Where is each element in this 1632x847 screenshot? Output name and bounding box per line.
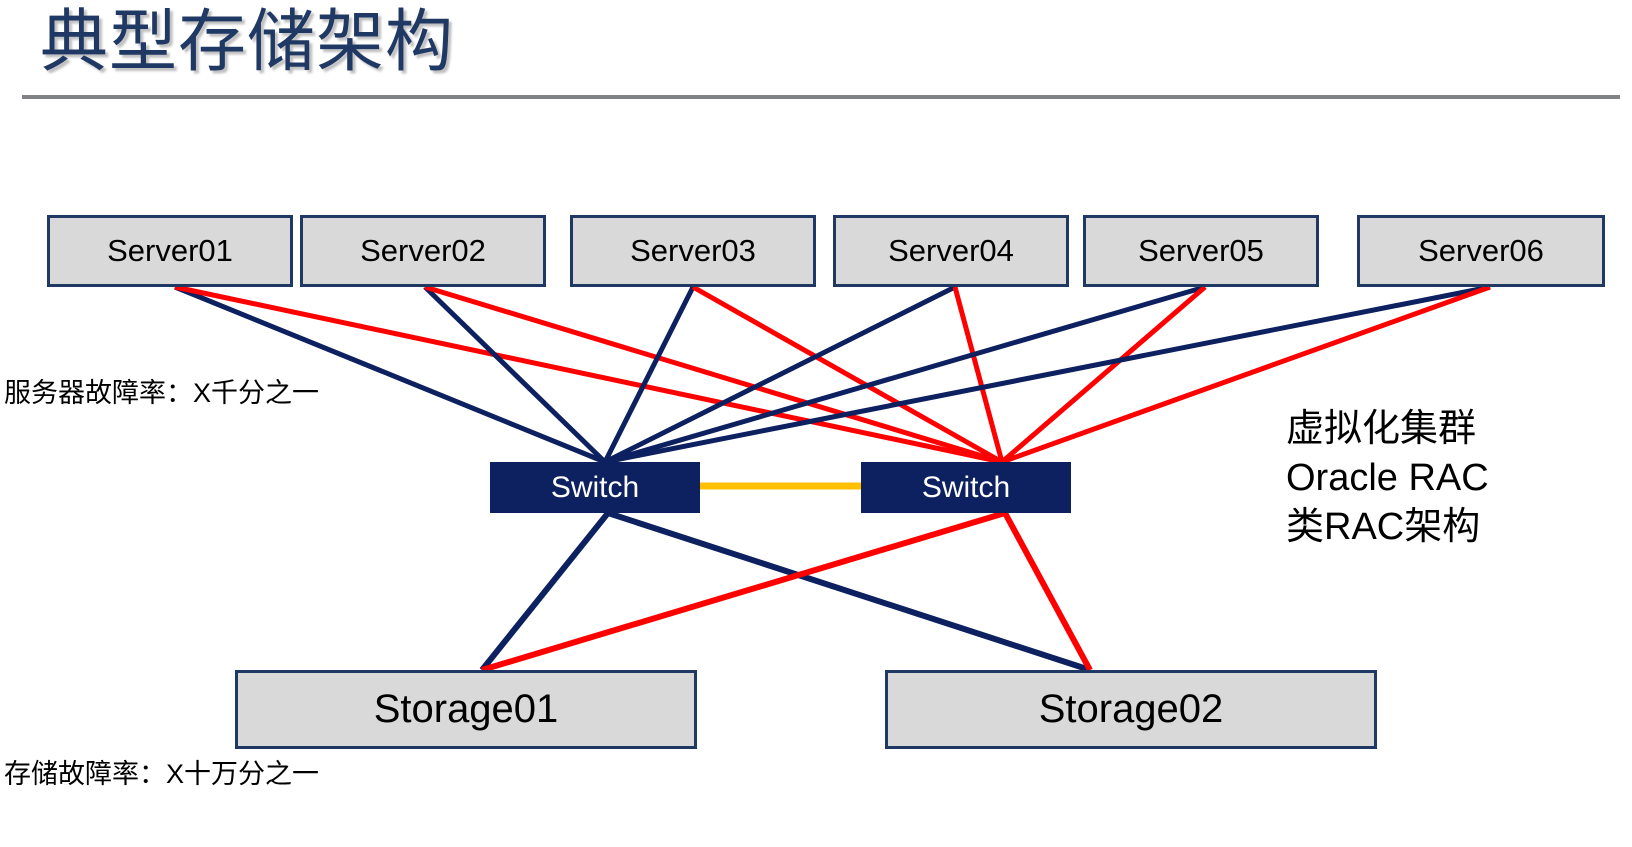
- server-node-4[interactable]: Server04: [833, 215, 1069, 287]
- server-label: Server04: [888, 233, 1014, 268]
- switch-label: Switch: [921, 470, 1011, 504]
- link-switch1-storage2: [607, 510, 1091, 673]
- link-server4-switch1: [603, 284, 957, 465]
- page-title: 典型存储架构: [40, 4, 455, 80]
- server-node-3[interactable]: Server03: [570, 215, 816, 287]
- link-server1-switch2: [174, 284, 1003, 465]
- switch-label: Switch: [550, 470, 640, 504]
- link-server6-switch1: [604, 284, 1491, 465]
- storage-label: Storage01: [373, 687, 559, 731]
- link-switch2-storage2: [1002, 511, 1093, 672]
- link-server6-switch2: [1001, 284, 1491, 465]
- switch-node-2[interactable]: Switch: [861, 462, 1071, 513]
- link-server2-switch2: [424, 284, 1003, 465]
- link-server3-switch1: [602, 285, 696, 464]
- server-label: Server05: [1138, 233, 1264, 268]
- storage-failure-rate-note: 存储故障率：X十万分之一: [4, 759, 320, 789]
- link-server5-switch1: [604, 284, 1206, 465]
- link-server1-switch1: [174, 284, 606, 465]
- link-server2-switch1: [423, 285, 607, 464]
- cluster-note: 虚拟化集群 Oracle RAC 类RAC架构: [1286, 405, 1489, 552]
- link-server3-switch2: [691, 284, 1004, 465]
- server-label: Server02: [360, 233, 486, 268]
- storage-node-1[interactable]: Storage01: [235, 670, 697, 749]
- server-node-1[interactable]: Server01: [47, 215, 293, 287]
- title-divider: [22, 95, 1620, 99]
- cluster-note-line-2: Oracle RAC: [1286, 457, 1489, 499]
- link-server5-switch2: [1000, 285, 1207, 464]
- server-label: Server01: [107, 233, 233, 268]
- server-node-6[interactable]: Server06: [1357, 215, 1605, 287]
- link-server4-switch2: [952, 286, 1005, 463]
- cluster-note-line-1: 虚拟化集群: [1286, 408, 1477, 450]
- server-label: Server06: [1418, 233, 1544, 268]
- storage-label: Storage02: [1038, 687, 1224, 731]
- server-node-5[interactable]: Server05: [1083, 215, 1319, 287]
- server-node-2[interactable]: Server02: [300, 215, 546, 287]
- storage-node-2[interactable]: Storage02: [885, 670, 1377, 749]
- server-failure-rate-note: 服务器故障率：X千分之一: [4, 378, 320, 408]
- switch-node-1[interactable]: Switch: [490, 462, 700, 513]
- cluster-note-line-3: 类RAC架构: [1286, 506, 1481, 548]
- link-switch1-storage1: [479, 511, 611, 672]
- server-label: Server03: [630, 233, 756, 268]
- link-switch2-storage1: [481, 510, 1006, 673]
